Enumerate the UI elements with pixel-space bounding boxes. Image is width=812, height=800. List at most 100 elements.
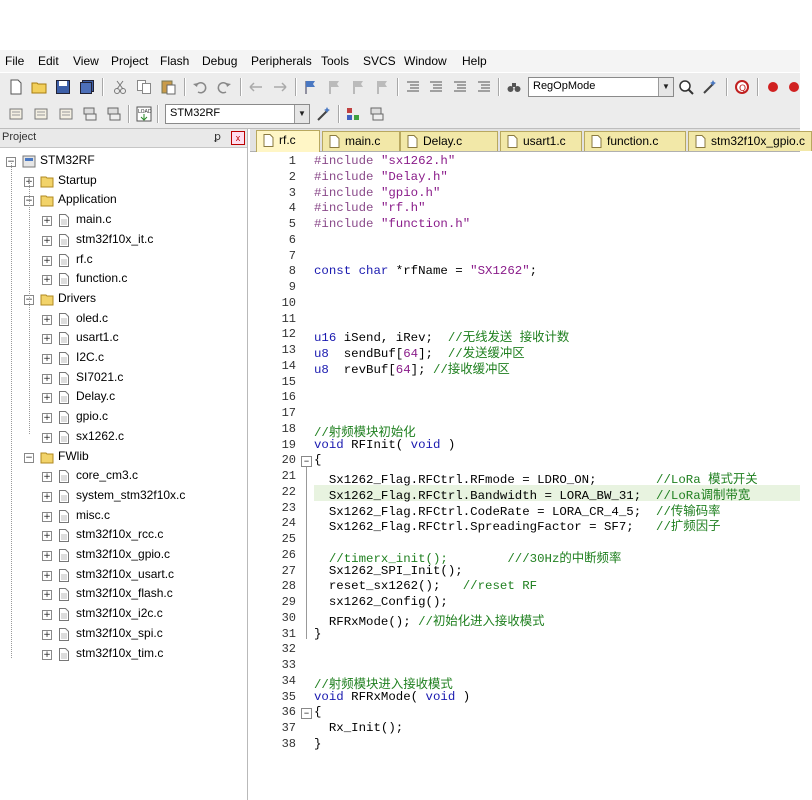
uncomment-icon[interactable] (476, 79, 492, 95)
tree-file-stm32f10x_flash.c[interactable]: +stm32f10x_flash.c (0, 586, 247, 604)
tree-file-function.c[interactable]: +function.c (0, 271, 247, 289)
menu-window[interactable]: Window (404, 54, 447, 68)
menu-tools[interactable]: Tools (321, 54, 350, 68)
tab-stm32f10x_gpio.c[interactable]: stm32f10x_gpio.c (688, 131, 812, 151)
menu-svcs[interactable]: SVCS (363, 54, 396, 68)
find-in-files-icon[interactable] (506, 79, 522, 95)
tree-file-stm32f10x_rcc.c[interactable]: +stm32f10x_rcc.c (0, 527, 247, 545)
chevron-down-icon[interactable]: ▼ (658, 78, 673, 96)
expand-icon[interactable]: + (42, 235, 52, 246)
tree-file-system_stm32f10x.c[interactable]: +system_stm32f10x.c (0, 488, 247, 506)
tree-file-rf.c[interactable]: +rf.c (0, 252, 247, 270)
tree-file-Delay.c[interactable]: +Delay.c (0, 389, 247, 407)
menu-view[interactable]: View (73, 54, 99, 68)
tree-file-main.c[interactable]: +main.c (0, 212, 247, 230)
tree-file-core_cm3.c[interactable]: +core_cm3.c (0, 468, 247, 486)
expand-icon[interactable]: + (42, 531, 52, 542)
expand-icon[interactable]: + (42, 432, 52, 443)
config-icon[interactable] (702, 79, 718, 95)
expand-icon[interactable]: + (42, 472, 52, 483)
build-icon[interactable] (33, 106, 49, 122)
menu-edit[interactable]: Edit (38, 54, 59, 68)
paste-icon[interactable] (160, 79, 176, 95)
expand-icon[interactable]: + (42, 354, 52, 364)
bookmark-icon[interactable] (303, 79, 319, 95)
expand-icon[interactable]: + (42, 491, 52, 502)
clear-bookmarks-icon[interactable] (375, 79, 391, 95)
tree-file-oled.c[interactable]: +oled.c (0, 311, 247, 329)
expand-icon[interactable]: + (42, 275, 52, 286)
expand-icon[interactable]: + (42, 511, 52, 522)
tree-file-usart1.c[interactable]: +usart1.c (0, 330, 247, 348)
compile-icon[interactable] (8, 106, 24, 122)
tab-main.c[interactable]: main.c (322, 131, 400, 151)
tab-usart1.c[interactable]: usart1.c (500, 131, 582, 151)
menu-project[interactable]: Project (111, 54, 149, 68)
tree-folder-startup[interactable]: +Startup (0, 173, 247, 191)
download-icon[interactable]: LOAD (136, 106, 152, 122)
tree-folder-application[interactable]: −Application (0, 192, 247, 210)
expand-icon[interactable]: + (42, 570, 52, 581)
nav-back-icon[interactable] (248, 79, 264, 95)
manage-components-icon[interactable] (345, 106, 361, 122)
expand-icon[interactable]: + (42, 216, 52, 227)
tree-file-misc.c[interactable]: +misc.c (0, 508, 247, 526)
prev-bookmark-icon[interactable] (327, 79, 343, 95)
save-icon[interactable] (55, 79, 71, 95)
menu-debug[interactable]: Debug (202, 54, 238, 68)
cut-icon[interactable] (112, 79, 128, 95)
expand-icon[interactable]: + (42, 393, 52, 404)
expand-icon[interactable]: + (42, 610, 52, 621)
tab-function.c[interactable]: function.c (584, 131, 686, 151)
target-combo[interactable]: STM32RF ▼ (165, 104, 310, 124)
tree-file-stm32f10x_gpio.c[interactable]: +stm32f10x_gpio.c (0, 547, 247, 565)
breakpoint-toggle-icon[interactable] (786, 79, 802, 95)
tree-file-stm32f10x_spi.c[interactable]: +stm32f10x_spi.c (0, 626, 247, 644)
undo-icon[interactable] (192, 79, 208, 95)
copy-icon[interactable] (136, 79, 152, 95)
expand-icon[interactable]: + (42, 255, 52, 266)
expand-icon[interactable]: + (42, 629, 52, 640)
menu-file[interactable]: File (5, 54, 25, 68)
menu-flash[interactable]: Flash (160, 54, 190, 68)
fold-toggle-icon[interactable]: − (301, 456, 312, 468)
tree-file-sx1262.c[interactable]: +sx1262.c (0, 429, 247, 447)
nav-forward-icon[interactable] (272, 79, 288, 95)
expand-icon[interactable]: + (42, 551, 52, 561)
tree-file-I2C.c[interactable]: +I2C.c (0, 350, 247, 368)
target-options-icon[interactable] (316, 106, 332, 122)
indent-icon[interactable] (405, 79, 421, 95)
expand-icon[interactable]: + (42, 314, 52, 325)
unindent-icon[interactable] (428, 79, 444, 95)
expand-icon[interactable]: + (42, 413, 52, 424)
fold-toggle-icon[interactable]: − (301, 708, 312, 720)
tree-file-stm32f10x_i2c.c[interactable]: +stm32f10x_i2c.c (0, 606, 247, 624)
tree-file-gpio.c[interactable]: +gpio.c (0, 409, 247, 427)
manage-books-icon[interactable] (369, 106, 385, 122)
chevron-down-icon[interactable]: ▼ (294, 105, 309, 123)
comment-icon[interactable] (452, 79, 468, 95)
stop-build-icon[interactable] (106, 106, 122, 122)
tree-file-stm32f10x_tim.c[interactable]: +stm32f10x_tim.c (0, 646, 247, 664)
menu-help[interactable]: Help (462, 54, 487, 68)
find-combo[interactable]: RegOpMode ▼ (528, 77, 674, 97)
new-file-icon[interactable] (8, 79, 24, 95)
expand-icon[interactable]: + (42, 590, 52, 601)
debug-icon[interactable]: Q (734, 79, 750, 95)
tree-folder-drivers[interactable]: −Drivers (0, 291, 247, 309)
batch-build-icon[interactable] (82, 106, 98, 122)
pin-icon[interactable]: ꝑ (214, 131, 221, 143)
close-icon[interactable]: x (231, 131, 245, 145)
open-folder-icon[interactable] (31, 79, 47, 95)
tree-file-stm32f10x_it.c[interactable]: +stm32f10x_it.c (0, 232, 247, 250)
find-icon[interactable] (678, 79, 694, 95)
tree-folder-stm32rf[interactable]: −STM32RF (0, 153, 247, 171)
redo-icon[interactable] (216, 79, 232, 95)
tab-rf.c[interactable]: rf.c (256, 130, 320, 152)
tree-file-SI7021.c[interactable]: +SI7021.c (0, 370, 247, 388)
tab-Delay.c[interactable]: Delay.c (400, 131, 498, 151)
expand-icon[interactable]: + (42, 373, 52, 384)
save-all-icon[interactable] (79, 79, 95, 95)
expand-icon[interactable]: + (42, 649, 52, 660)
